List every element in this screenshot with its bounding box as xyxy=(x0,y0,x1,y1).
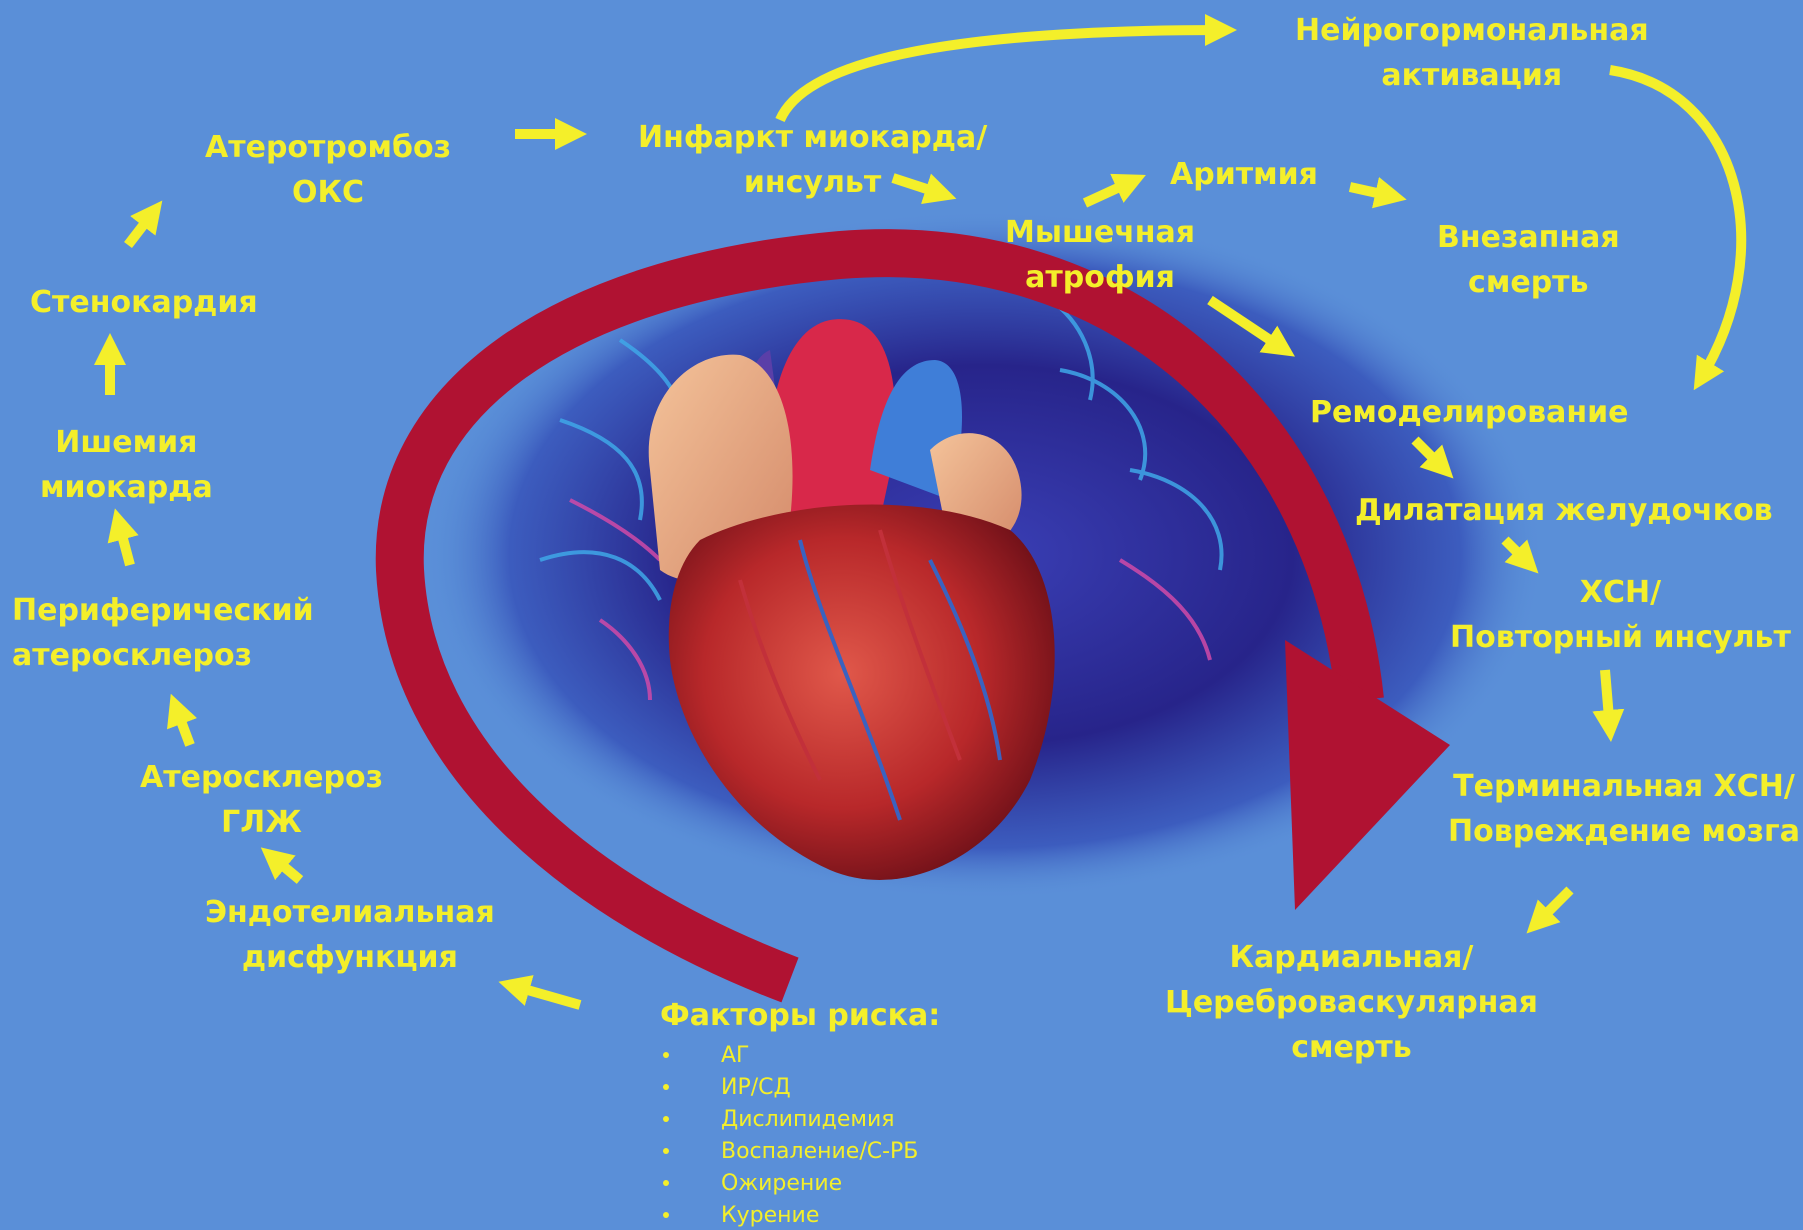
arrow-dilation-to-chf xyxy=(1505,540,1530,565)
arrow-atrophy-to-remodeling xyxy=(1210,300,1285,350)
node-terminal-chf: Терминальная ХСН/ Повреждение мозга xyxy=(1448,764,1800,854)
node-ventricular-dilation: Дилатация желудочков xyxy=(1355,488,1773,533)
arrow-chf-to-terminal xyxy=(1605,670,1610,730)
risk-factor-item: АГ xyxy=(655,1040,918,1072)
node-ischemia: Ишемия миокарда xyxy=(40,420,213,510)
arrow-arrhythmia-to-sudden-death xyxy=(1350,187,1395,197)
node-atherothrombosis: Атеротромбоз ОКС xyxy=(205,125,451,215)
risk-factors-title: Факторы риска: xyxy=(660,998,940,1033)
arrow-infarction-to-neurohormonal xyxy=(780,30,1225,120)
node-endothelial: Эндотелиальная дисфункция xyxy=(205,890,495,980)
node-peripheral-atherosclerosis: Периферический атеросклероз xyxy=(12,588,314,678)
arrow-peripheral-to-ischemia xyxy=(118,520,130,565)
risk-factor-item: Воспаление/С-РБ xyxy=(655,1136,918,1168)
node-chf-stroke: ХСН/ Повторный инсульт xyxy=(1450,570,1791,660)
arrow-remodeling-to-dilation xyxy=(1415,440,1445,470)
node-remodeling: Ремоделирование xyxy=(1310,390,1628,435)
arrow-lvh-to-peripheral xyxy=(175,705,190,745)
node-neurohormonal: Нейрогормональная активация xyxy=(1295,8,1649,98)
node-atherosclerosis-lvh: Атеросклероз ГЛЖ xyxy=(140,755,383,845)
risk-factor-item: Ожирение xyxy=(655,1168,918,1200)
arrow-risk-to-endothelial xyxy=(510,985,580,1005)
node-muscle-atrophy: Мышечная атрофия xyxy=(1005,210,1195,300)
node-arrhythmia: Аритмия xyxy=(1170,152,1318,197)
risk-factors-list: АГ ИР/СД Дислипидемия Воспаление/С-РБ Ож… xyxy=(655,1040,918,1230)
arrow-atrophy-to-arrhythmia xyxy=(1085,180,1135,203)
arrow-neurohormonal-to-remodeling xyxy=(1610,70,1741,380)
arrow-endothelial-to-lvh xyxy=(270,855,300,880)
arrow-terminal-to-death xyxy=(1535,890,1570,925)
risk-factor-item: Дислипидемия xyxy=(655,1104,918,1136)
risk-factor-item: ИР/СД xyxy=(655,1072,918,1104)
node-infarction: Инфаркт миокарда/ инсульт xyxy=(638,115,987,205)
arrow-angina-to-atherothrombosis xyxy=(128,210,155,245)
node-sudden-death: Внезапная смерть xyxy=(1437,215,1620,305)
risk-factor-item: Курение xyxy=(655,1200,918,1230)
node-death: Кардиальная/ Цереброваскулярная смерть xyxy=(1165,935,1538,1070)
node-angina: Стенокардия xyxy=(30,280,258,325)
